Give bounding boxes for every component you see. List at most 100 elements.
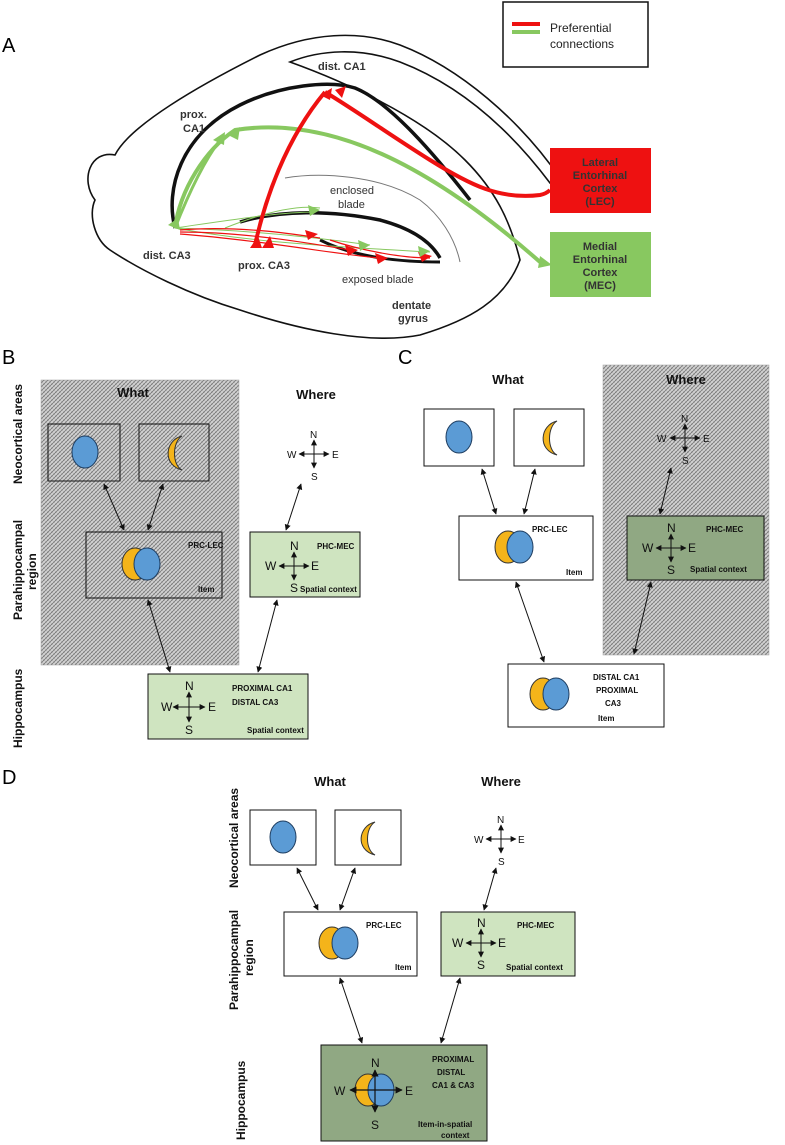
red-fiber-2 — [179, 231, 351, 251]
mec-box — [550, 232, 651, 297]
c-what-heading: What — [492, 372, 524, 387]
c-spatial-label: Spatial context — [690, 565, 747, 574]
panel-d-letter: D — [2, 767, 16, 789]
red-arrowhead — [262, 236, 274, 248]
d-phc-compass: N S W E — [452, 916, 506, 972]
c-arrow — [632, 581, 653, 655]
c-hippo-ctx: Item — [598, 714, 614, 723]
b-row-para-2: region — [25, 553, 39, 590]
d-arrow — [482, 867, 498, 911]
b-hippo-ctx: Spatial context — [247, 726, 304, 735]
b-arrow — [146, 483, 165, 531]
exposed-blade — [319, 238, 441, 264]
legend-label-2: connections — [550, 37, 614, 51]
b-hip-s: S — [185, 723, 193, 737]
c-phc-s: S — [667, 563, 675, 577]
d-phc-mec-box — [440, 911, 576, 977]
c-phc-compass: N S W E — [642, 521, 696, 577]
label-dg-2: gyrus — [398, 313, 428, 325]
d-top-w: W — [474, 835, 484, 846]
b-phc-mec-label: PHC-MEC — [317, 542, 355, 551]
b-hip-e: E — [208, 700, 216, 714]
c-phc-mec-label: PHC-MEC — [706, 525, 744, 534]
d-prc-lec-label: PRC-LEC — [366, 921, 402, 930]
legend: Preferential connections — [502, 1, 649, 68]
where-hatch-region — [602, 364, 770, 656]
d-top-s: S — [498, 857, 505, 868]
b-hippo-compass: N S W E — [161, 679, 216, 737]
panel-c: C What Where N S W E PRC-LEC Item PHC-ME… — [398, 347, 770, 728]
panel-b-letter: B — [2, 347, 15, 369]
b-row-para-1: Parahippocampal — [11, 520, 25, 620]
b-item-label: Item — [198, 585, 214, 594]
b-hippo-line-2: DISTAL CA3 — [232, 698, 279, 707]
b-top-compass: N S W E — [287, 430, 339, 483]
d-top-compass: N S W E — [474, 815, 525, 868]
label-prox-ca3: prox. CA3 — [238, 260, 290, 272]
mec-line-4: (MEC) — [584, 280, 616, 292]
d-hippo-box — [320, 1044, 488, 1142]
d-hippo-ctx-1: Item-in-spatial — [418, 1120, 472, 1129]
c-circle-icon — [445, 420, 473, 454]
b-prc-lec-label: PRC-LEC — [188, 541, 224, 550]
d-hippo-line-2: DISTAL — [437, 1068, 465, 1077]
red-arrowhead — [305, 230, 318, 240]
c-phc-n: N — [667, 521, 676, 535]
c-top-compass: N S W E — [657, 414, 710, 467]
d-hip-s: S — [371, 1118, 379, 1132]
panel-d: D What Where Neocortical areas Parahippo… — [2, 767, 576, 1142]
lec-line-4: (LEC) — [585, 196, 615, 208]
c-phc-w: W — [642, 541, 654, 555]
d-hip-e: E — [405, 1084, 413, 1098]
green-arrowheads — [168, 127, 552, 268]
b-row-neocortical: Neocortical areas — [11, 384, 25, 484]
c-phc-mec-box — [626, 515, 765, 581]
b-spatial-label: Spatial context — [300, 585, 357, 594]
lec-line-1: Lateral — [582, 157, 618, 169]
c-top-w: W — [657, 434, 667, 445]
lec-line-3: Cortex — [583, 183, 619, 195]
b-crescent-icon — [167, 435, 183, 471]
d-phc-e: E — [498, 936, 506, 950]
green-arrowhead — [168, 218, 180, 230]
red-arrowhead — [320, 88, 332, 100]
panel-b: B What Where Neocortical areas Parahippo… — [2, 347, 361, 748]
c-hippo-line-3: CA3 — [605, 699, 622, 708]
c-arrow — [658, 467, 673, 515]
label-enclosed-1: enclosed — [330, 185, 374, 197]
mec-line-3: Cortex — [583, 267, 619, 279]
red-arrowhead — [345, 245, 358, 256]
b-hip-n: N — [185, 679, 194, 693]
b-top-e: E — [332, 450, 339, 461]
c-hippo-line-2: PROXIMAL — [596, 686, 638, 695]
b-arrow — [284, 483, 303, 531]
b-phc-e: E — [311, 559, 319, 573]
b-phc-s: S — [290, 581, 298, 595]
d-spatial-label: Spatial context — [506, 963, 563, 972]
mec-line-1: Medial — [583, 241, 617, 253]
c-arrow — [514, 581, 546, 663]
d-hippo-line-3: CA1 & CA3 — [432, 1081, 475, 1090]
b-crescent-box — [138, 423, 210, 482]
d-arrow — [338, 977, 364, 1044]
d-arrow — [296, 867, 319, 911]
b-arrow — [256, 599, 279, 673]
green-fiber-1 — [174, 211, 316, 229]
d-item-label: Item — [395, 963, 411, 972]
red-arrowhead — [250, 236, 262, 248]
what-hatch-region — [40, 379, 240, 666]
c-top-e: E — [703, 434, 710, 445]
c-prc-circle — [506, 530, 534, 564]
red-fiber-3 — [179, 233, 381, 259]
label-prox-ca1-2: CA1 — [183, 123, 205, 135]
green-arrowhead — [418, 246, 430, 257]
label-dist-ca1: dist. CA1 — [318, 61, 366, 73]
d-row-para-1: Parahippocampal — [227, 910, 241, 1010]
b-hippo-line-1: PROXIMAL CA1 — [232, 684, 293, 693]
red-lec-path — [323, 90, 552, 198]
c-crescent-icon — [542, 420, 558, 456]
d-row-neocortical: Neocortical areas — [227, 788, 241, 888]
label-dist-ca3: dist. CA3 — [143, 250, 191, 262]
mec-line-2: Entorhinal — [573, 254, 627, 266]
